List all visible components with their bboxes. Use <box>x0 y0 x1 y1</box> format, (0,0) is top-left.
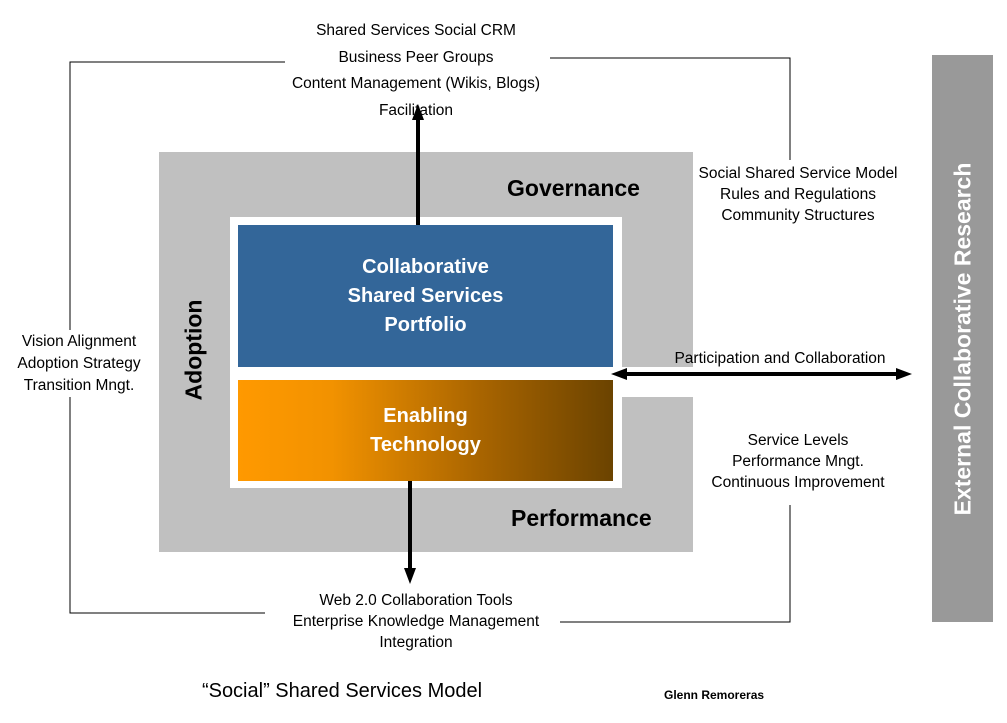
performance-item: Service Levels <box>747 432 849 449</box>
right-bracket-bottom <box>560 505 791 623</box>
performance-item: Continuous Improvement <box>711 474 885 491</box>
adoption-item: Transition Mngt. <box>23 377 135 394</box>
right-arrow-head <box>896 368 912 380</box>
top-item: Business Peer Groups <box>338 48 494 66</box>
top-item: Facilitation <box>378 101 454 119</box>
portfolio-line: Portfolio <box>384 313 467 336</box>
bottom-item: Web 2.0 Collaboration Tools <box>319 592 513 609</box>
external-research-label: External Collaborative Research <box>949 162 975 515</box>
performance-label: Performance <box>511 505 652 531</box>
governance-label: Governance <box>507 175 640 201</box>
performance-items: Service Levels Performance Mngt. Continu… <box>711 430 884 493</box>
adoption-items: Vision Alignment Adoption Strategy Trans… <box>17 331 141 397</box>
technology-line: Enabling <box>383 404 468 427</box>
left-arrow-head <box>611 368 627 380</box>
up-arrow-head <box>412 104 424 120</box>
governance-item: Community Structures <box>721 207 875 224</box>
down-arrow-head <box>404 568 416 584</box>
portfolio-line: Collaborative <box>362 255 489 278</box>
right-bracket-top <box>550 57 791 160</box>
author: Glenn Remoreras <box>664 688 765 702</box>
governance-item: Rules and Regulations <box>720 186 876 203</box>
adoption-item: Adoption Strategy <box>17 355 141 372</box>
top-items: Shared Services Social CRM Business Peer… <box>292 18 540 124</box>
technology-line: Technology <box>370 433 481 456</box>
governance-item: Social Shared Service Model <box>698 165 898 182</box>
top-item: Content Management (Wikis, Blogs) <box>291 75 541 92</box>
performance-item: Performance Mngt. <box>732 453 864 470</box>
left-bracket-bottom <box>69 395 265 614</box>
bottom-items: Web 2.0 Collaboration Tools Enterprise K… <box>293 590 539 653</box>
external-research-bar: External Collaborative Research <box>932 55 993 622</box>
left-bracket-top <box>69 61 285 330</box>
bottom-item: Enterprise Knowledge Management <box>292 613 540 630</box>
participation-label: Participation and Collaboration <box>674 350 886 367</box>
adoption-label: Adoption <box>180 299 207 401</box>
adoption-item: Vision Alignment <box>21 333 137 350</box>
top-item: Shared Services Social CRM <box>316 22 516 39</box>
governance-items: Social Shared Service Model Rules and Re… <box>698 163 897 226</box>
bottom-item: Integration <box>379 634 453 651</box>
portfolio-line: Shared Services <box>347 284 504 307</box>
diagram-title: “Social” Shared Services Model <box>201 680 483 702</box>
